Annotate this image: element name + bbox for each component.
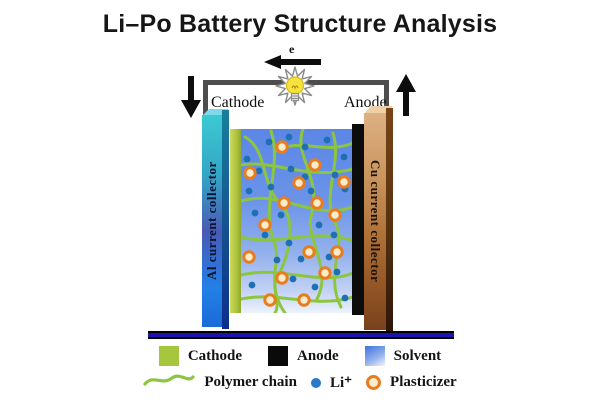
li-ion-dot: [261, 231, 269, 239]
cu-collector-label: Cu current collector: [368, 160, 383, 283]
electron-flow-arrow-icon: [264, 55, 322, 74]
li-ion-dot: [323, 136, 331, 144]
li-ion-dot: [287, 165, 295, 173]
legend-label: Solvent: [393, 347, 442, 364]
current-down-arrow-icon: [181, 76, 201, 123]
al-collector-label: Al current collector: [204, 161, 219, 281]
al-collector-side-face: [222, 110, 229, 329]
legend-item-li-ion: Li⁺: [310, 373, 353, 392]
plasticizer-ring: [275, 271, 289, 285]
plasticizer-ring: [328, 208, 342, 222]
legend-item-polymer-chain: Polymer chain: [143, 372, 297, 393]
li-ion-dot: [331, 171, 339, 179]
legend-item-solvent: Solvent: [364, 346, 442, 366]
al-current-collector: Al current collector: [202, 115, 222, 327]
legend-label: Polymer chain: [204, 374, 297, 390]
plasticizer-ring: [258, 218, 272, 232]
legend-label: Plasticizer: [390, 374, 457, 390]
plasticizer-ring: [302, 245, 316, 259]
cu-current-collector: Cu current collector: [364, 113, 386, 330]
anode-swatch-icon: [267, 346, 288, 366]
plasticizer-ring: [243, 166, 257, 180]
cathode-terminal-label: Cathode: [211, 94, 265, 111]
plasticizer-ring: [277, 196, 291, 210]
li-ion-dot: [301, 143, 309, 151]
legend-item-anode: Anode: [267, 346, 339, 366]
electrolyte-svg: [241, 129, 353, 313]
polymer-chain-swatch-icon: [143, 372, 195, 393]
cathode-layer: [230, 129, 241, 313]
battery-base-bar: [148, 331, 454, 339]
plasticizer-swatch-icon: [366, 375, 382, 390]
legend-label: Anode: [296, 347, 339, 364]
plasticizer-ring: [330, 245, 344, 259]
li-ion-dot: [285, 239, 293, 247]
current-up-arrow-icon: [396, 74, 416, 121]
li-ion-dot: [245, 187, 253, 195]
anode-layer: [352, 124, 364, 315]
plasticizer-ring: [297, 293, 311, 307]
polymer-chain: [241, 196, 353, 213]
plasticizer-ring: [242, 250, 256, 264]
li-ion-dot: [330, 231, 338, 239]
plasticizer-ring: [292, 176, 306, 190]
li-ion-dot: [325, 253, 333, 261]
li-ion-dot: [277, 211, 285, 219]
li-ion-dot: [340, 153, 348, 161]
plasticizer-ring: [310, 196, 324, 210]
plasticizer-ring: [318, 266, 332, 280]
polymer-chain: [267, 129, 287, 313]
al-collector-top-face: [202, 109, 229, 116]
plasticizer-ring: [263, 293, 277, 307]
polymer-electrolyte-region: [241, 129, 353, 313]
li-ion-dot: [307, 187, 315, 195]
li-ion-dot: [273, 256, 281, 264]
plasticizer-ring: [337, 175, 351, 189]
li-ion-dot: [333, 268, 341, 276]
li-ion-dot: [248, 281, 256, 289]
cu-collector-top-face: [364, 106, 393, 114]
li-ion-dot: [311, 283, 319, 291]
cathode-swatch-icon: [158, 346, 179, 366]
legend-label: Li⁺: [329, 375, 353, 391]
legend-item-cathode: Cathode: [158, 346, 242, 366]
li-ion-dot: [285, 133, 293, 141]
li-ion-dot: [341, 294, 349, 302]
plasticizer-ring: [275, 140, 289, 154]
li-ion-dot: [251, 209, 259, 217]
page-title: Li–Po Battery Structure Analysis: [102, 10, 498, 38]
cu-collector-side-face: [386, 108, 393, 332]
li-ion-dot: [255, 167, 263, 175]
electron-label: e: [289, 42, 295, 56]
legend-row-1: Cathode Anode Solvent: [0, 346, 600, 366]
li-ion-dot: [267, 183, 275, 191]
legend-row-2: Polymer chain Li⁺ Plasticizer: [0, 372, 600, 393]
li-ion-dot: [289, 275, 297, 283]
legend-label: Cathode: [187, 347, 242, 364]
li-ion-dot: [297, 255, 305, 263]
polymer-chain: [241, 234, 353, 243]
polymer-chain: [241, 295, 353, 303]
li-ion-dot: [265, 138, 273, 146]
lightbulb-icon: [274, 66, 316, 115]
solvent-swatch-icon: [364, 346, 385, 366]
plasticizer-ring: [308, 158, 322, 172]
legend-item-plasticizer: Plasticizer: [366, 374, 457, 391]
li-ion-dot: [243, 155, 251, 163]
polymer-chain: [241, 270, 353, 280]
li-ion-swatch-icon: [310, 377, 321, 388]
li-ion-dot: [315, 221, 323, 229]
